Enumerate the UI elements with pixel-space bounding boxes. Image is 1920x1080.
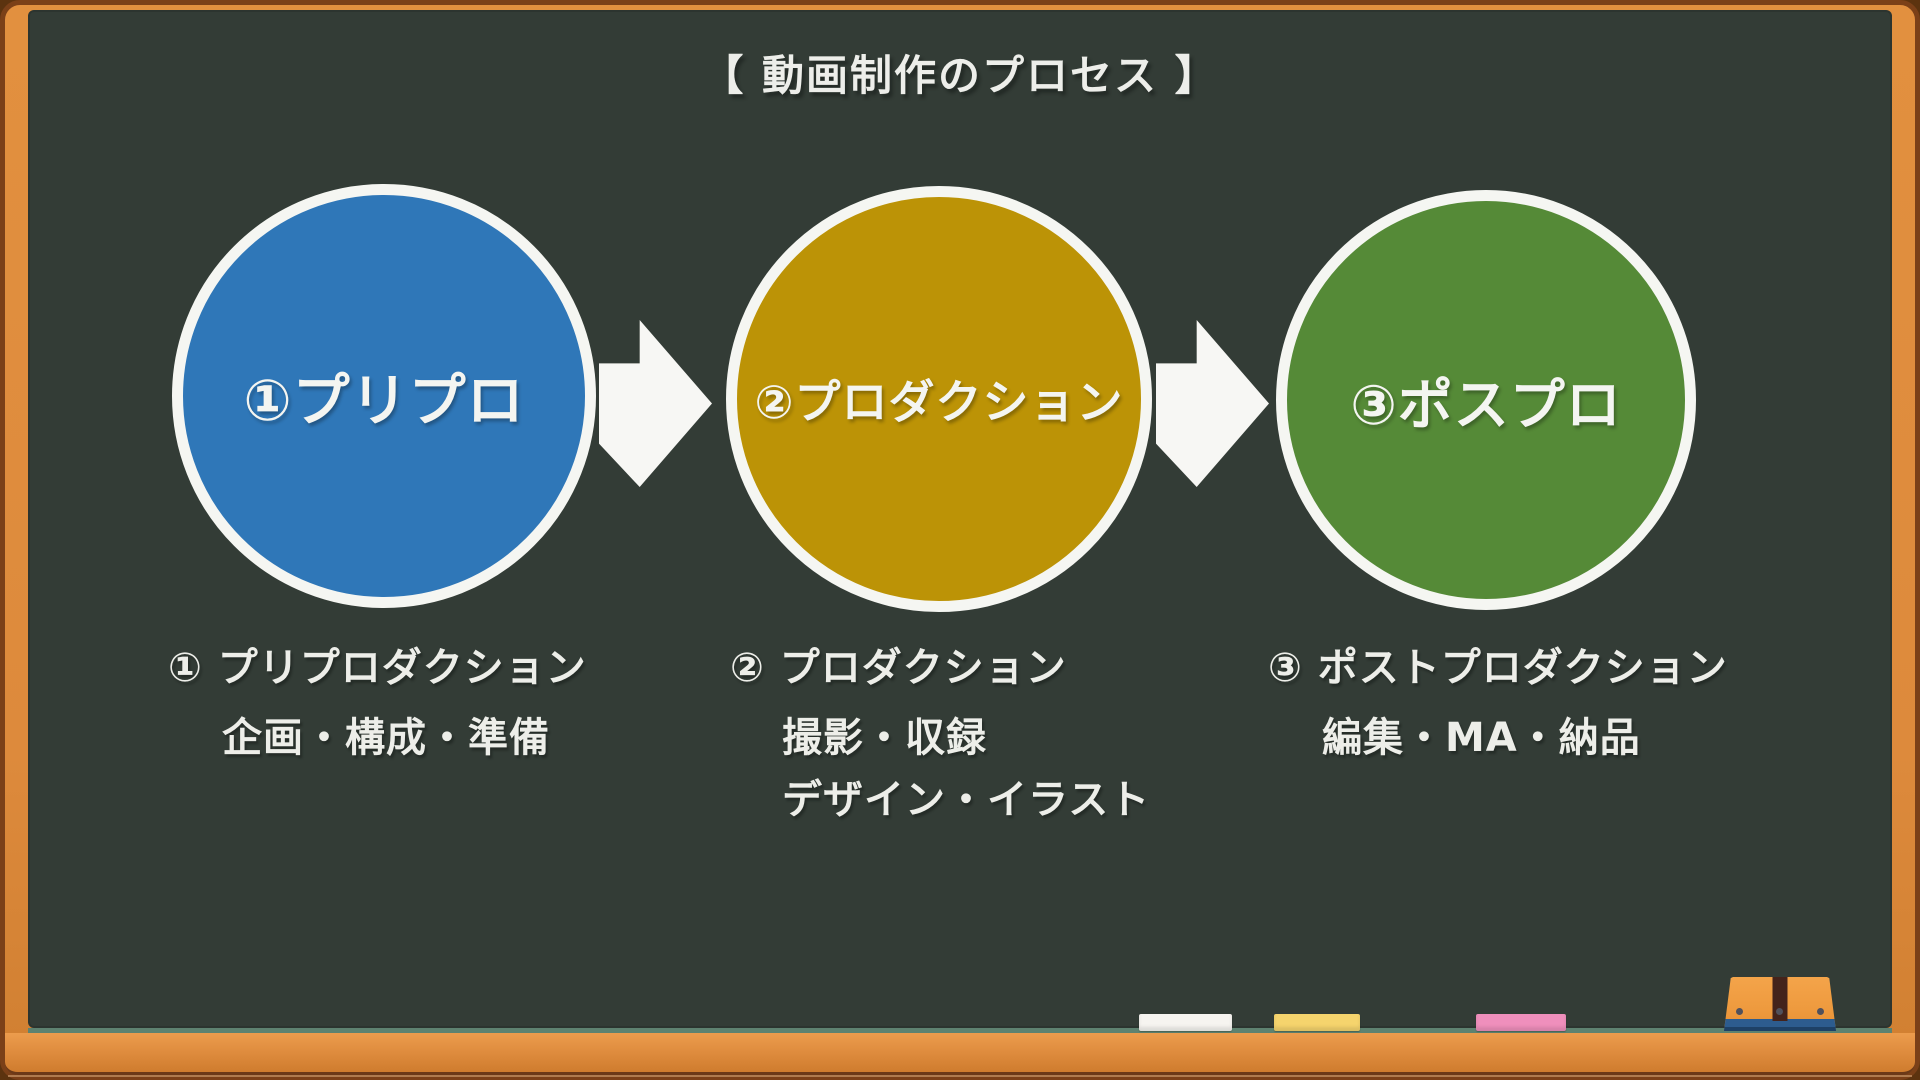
chalk-rail-lip xyxy=(28,1028,1892,1033)
eraser-rivet xyxy=(1776,1008,1783,1015)
step3-circle: ③ポスプロ xyxy=(1276,190,1696,610)
step1-heading: ① プリプロダクション xyxy=(168,645,587,691)
step3-heading: ③ ポストプロダクション xyxy=(1268,645,1728,691)
step3-circle-label: ③ポスプロ xyxy=(1350,373,1622,437)
step2-circle-label: ②プロダクション xyxy=(754,375,1124,429)
eraser-icon xyxy=(1724,977,1836,1031)
step2-heading: ② プロダクション xyxy=(730,645,1067,691)
step1-circle-label: ①プリプロ xyxy=(243,368,525,434)
eraser-band xyxy=(1724,1019,1836,1031)
step2-detail: 撮影・収録 xyxy=(782,715,987,761)
yellow-chalk xyxy=(1274,1014,1360,1031)
pink-chalk xyxy=(1476,1014,1566,1031)
step2-detail: デザイン・イラスト xyxy=(782,777,1151,823)
diagram-title: 【 動画制作のプロセス 】 xyxy=(701,51,1219,100)
chalk-tray xyxy=(5,1033,1915,1075)
eraser-rivet xyxy=(1736,1008,1743,1015)
step2-circle: ②プロダクション xyxy=(726,186,1152,612)
eraser-rivet xyxy=(1817,1008,1824,1015)
step1-circle: ①プリプロ xyxy=(172,184,596,608)
step3-detail: 編集・MA・納品 xyxy=(1322,715,1641,761)
white-chalk xyxy=(1139,1014,1232,1031)
step1-detail: 企画・構成・準備 xyxy=(222,715,550,761)
tray-edge-highlight xyxy=(8,1075,1912,1077)
